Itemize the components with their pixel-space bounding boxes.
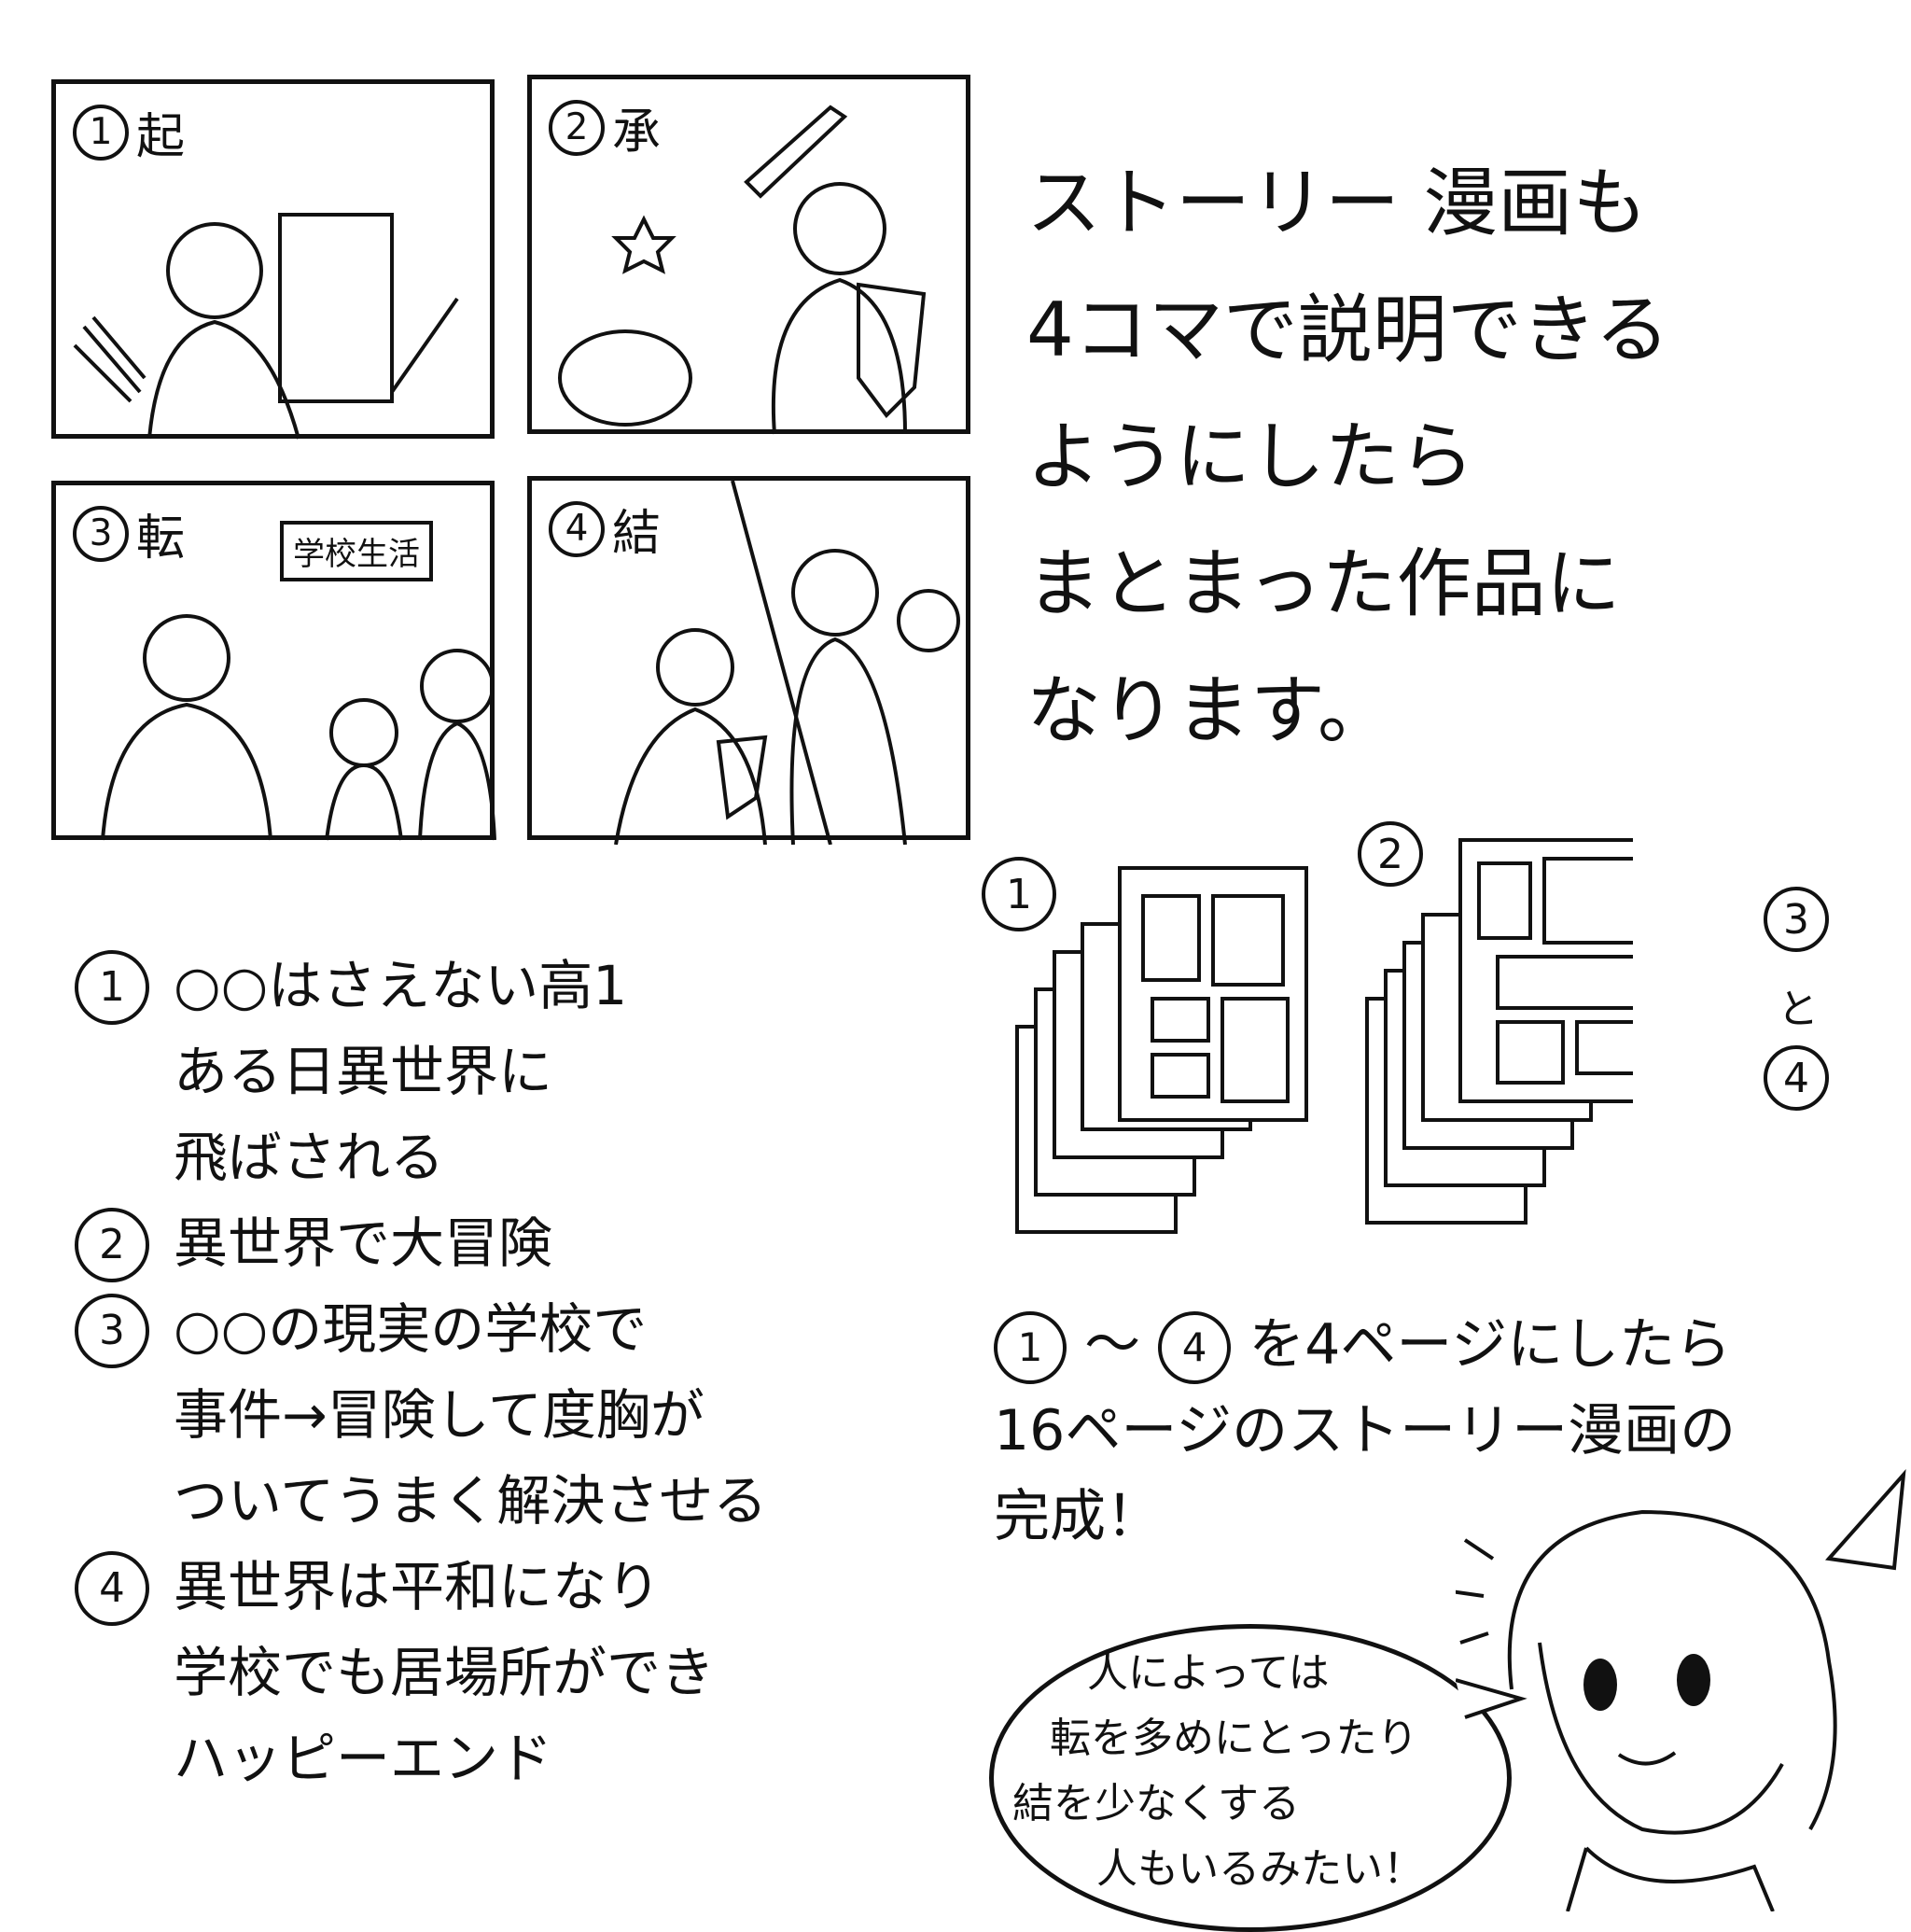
diagram-and-text: と <box>1778 986 1819 1033</box>
list-line: 異世界で大冒険 <box>174 1211 553 1275</box>
panel-2-label: 2 承 <box>549 92 661 162</box>
number-circle: 4 <box>549 500 605 557</box>
story-outline-list: 1 ○○はさえない高1 ある日異世界に 飛ばされる 2 異世界で大冒険 3 ○○… <box>75 943 767 1801</box>
comic-panel-3: 3 転 学校生活 <box>51 481 496 841</box>
panel-3-label: 3 転 <box>73 498 185 568</box>
number-circle: 2 <box>549 99 605 156</box>
panel-4-label: 4 結 <box>549 494 661 564</box>
panel-3-drawing <box>101 614 496 841</box>
panel-2-drawing <box>558 105 927 435</box>
speech-bubble-text: 人によっては 転を多めにとったり 結を少なくする 人もいるみたい！ <box>1012 1641 1424 1902</box>
number-circle: 1 <box>73 104 129 161</box>
list-line: ついてうまく解決させる <box>174 1469 768 1533</box>
result-line: を4ページにしたら <box>1248 1312 1732 1378</box>
number-circle: 2 <box>75 1208 149 1282</box>
page-stack-1 <box>1015 866 1308 1234</box>
page-stack-2 <box>1365 838 1633 1225</box>
bubble-line: 人によっては <box>1087 1649 1330 1697</box>
panel-title: 承 <box>612 105 662 161</box>
diagram-label-3: 3 <box>1764 887 1829 952</box>
number-circle: 1 <box>75 950 149 1025</box>
heading-line: まとまった作品に <box>1026 540 1621 627</box>
bubble-line: 結を少なくする <box>1012 1780 1300 1827</box>
page-stack-diagram <box>1015 838 1633 1234</box>
list-line: ハッピーエンド <box>174 1727 553 1790</box>
diagram-label-2: 2 <box>1358 821 1423 887</box>
school-life-sign: 学校生活 <box>280 521 433 581</box>
number-circle: 3 <box>75 1294 149 1368</box>
list-item: 2 異世界で大冒険 <box>75 1200 767 1286</box>
list-item: 1 ○○はさえない高1 ある日異世界に 飛ばされる <box>75 943 767 1200</box>
panel-4-drawing <box>614 481 960 845</box>
speech-bubble-tail <box>1456 1678 1527 1719</box>
panel-title: 結 <box>612 506 662 562</box>
number-circle: 1 <box>994 1311 1067 1385</box>
number-circle: 3 <box>73 505 129 562</box>
list-line: 異世界は平和になり <box>174 1555 662 1618</box>
heading-line: 4コマで説明できる <box>1026 287 1670 373</box>
list-line: ○○はさえない高1 <box>174 954 628 1017</box>
bubble-line: 転を多めにとったり <box>1050 1715 1418 1762</box>
list-item: 3 ○○の現実の学校で 事件→冒険して度胸が ついてうまく解決させる <box>75 1286 767 1544</box>
list-item: 4 異世界は平和になり 学校でも居場所ができ ハッピーエンド <box>75 1544 767 1801</box>
panel-1-drawing <box>73 213 459 440</box>
number-circle: 4 <box>1158 1311 1232 1385</box>
list-line: ある日異世界に <box>174 1040 553 1103</box>
list-line: 学校でも居場所ができ <box>174 1641 716 1704</box>
result-line: 16ページのストーリー漫画の <box>994 1398 1737 1463</box>
comic-panel-2: 2 承 <box>527 75 970 435</box>
panel-title: 起 <box>136 109 186 165</box>
list-line: ○○の現実の学校で <box>174 1297 648 1361</box>
main-heading: ストーリー 漫画も 4コマで説明できる ようにしたら まとまった作品に なります… <box>1026 140 1669 775</box>
result-text: 1 〜 4 を4ページにしたら 16ページのストーリー漫画の 完成！ <box>994 1302 1736 1560</box>
list-line: 事件→冒険して度胸が <box>174 1383 704 1447</box>
panel-1-label: 1 起 <box>73 97 185 167</box>
tilde: 〜 <box>1084 1312 1141 1378</box>
heading-line: ストーリー 漫画も <box>1026 160 1648 246</box>
comic-panel-4: 4 結 <box>527 476 970 845</box>
list-line: 飛ばされる <box>174 1126 445 1189</box>
result-line: 完成！ <box>994 1484 1162 1549</box>
narrator-character <box>1456 1469 1906 1911</box>
diagram-label-1: 1 <box>982 857 1056 931</box>
number-circle: 4 <box>75 1551 149 1626</box>
diagram-label-4: 4 <box>1764 1045 1829 1111</box>
heading-line: なります。 <box>1026 667 1392 754</box>
heading-line: ようにしたら <box>1026 413 1474 500</box>
panel-title: 転 <box>136 511 186 567</box>
comic-panel-1: 1 起 <box>51 79 495 440</box>
bubble-line: 人もいるみたい！ <box>1096 1845 1425 1893</box>
